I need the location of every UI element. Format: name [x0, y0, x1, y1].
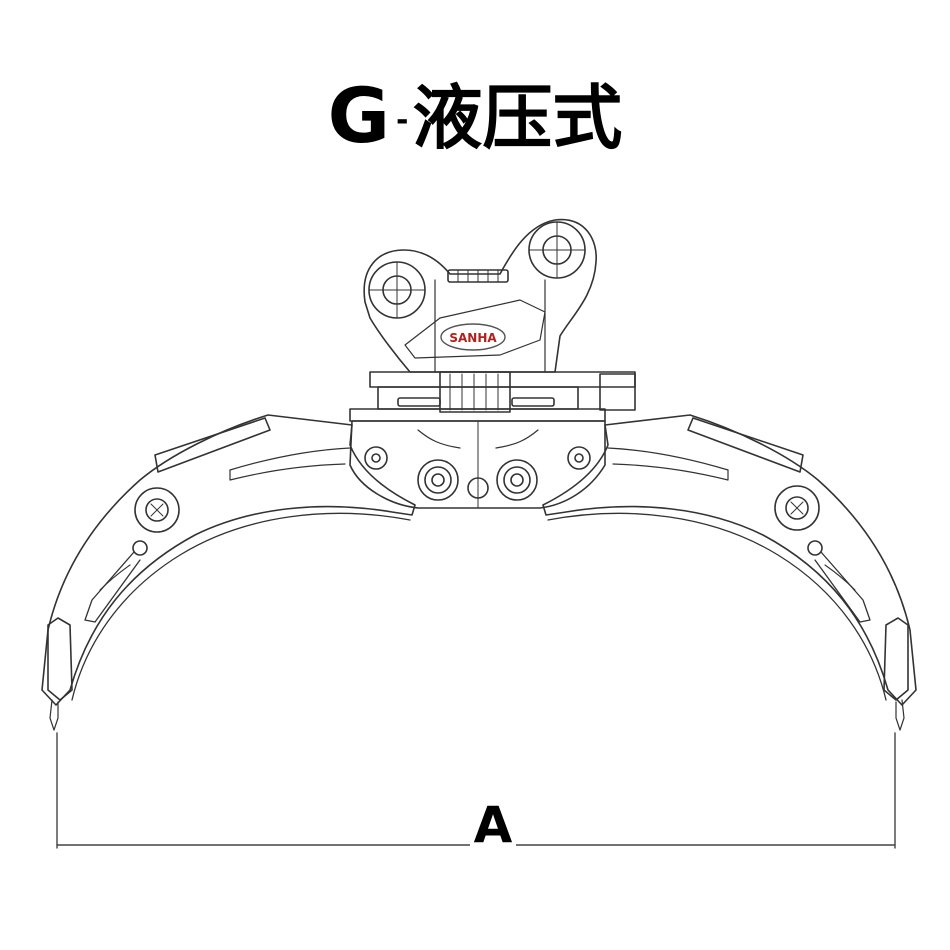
central-body	[349, 420, 606, 509]
title-model: G	[327, 71, 390, 160]
title-type: 液压式	[412, 77, 623, 159]
brand-logo: SANHA	[440, 323, 506, 351]
logo-text: SANHA	[449, 331, 497, 345]
title-separator: -	[395, 103, 409, 138]
page-title: G-液压式	[0, 78, 950, 154]
left-jaw-arm	[41, 414, 416, 731]
rotator-unit	[349, 371, 636, 422]
dimension-label: A	[470, 800, 516, 850]
right-jaw-arm	[542, 414, 917, 731]
